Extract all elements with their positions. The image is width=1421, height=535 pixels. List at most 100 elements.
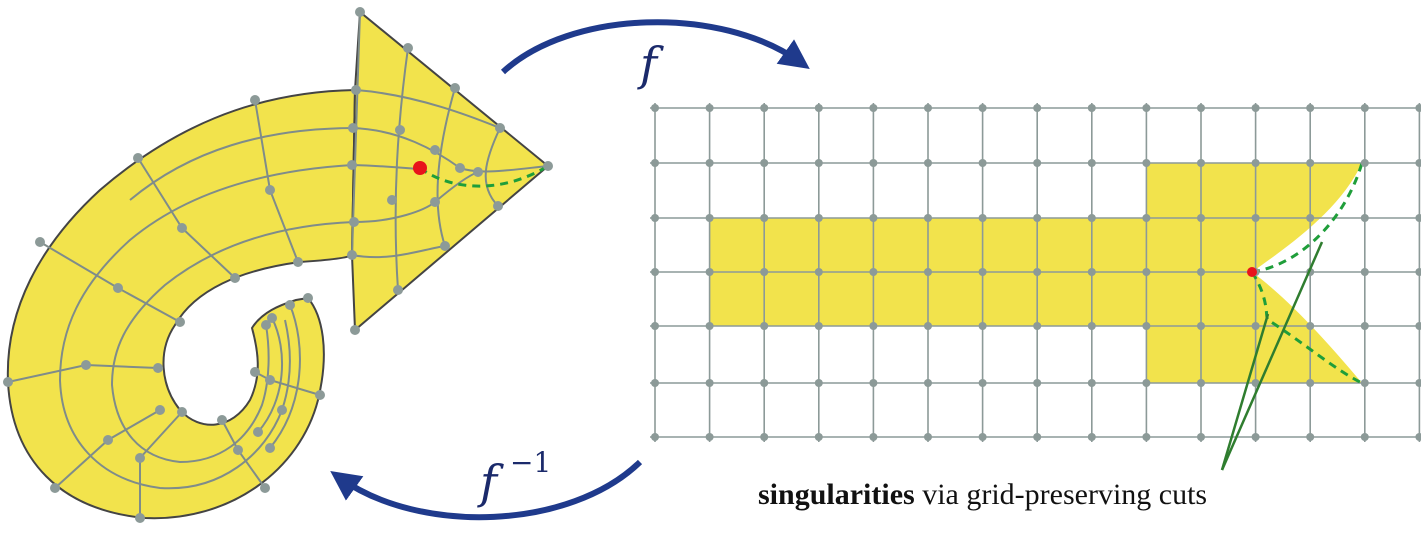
grid-vertex xyxy=(869,159,878,167)
mesh-vertex xyxy=(260,483,270,493)
mesh-curve xyxy=(269,304,301,449)
grid-vertex xyxy=(1033,104,1042,112)
grid-vertex xyxy=(978,268,987,276)
grid-vertex xyxy=(1360,268,1369,276)
parameter-grid xyxy=(650,103,1421,471)
grid-vertex xyxy=(924,322,932,330)
grid-vertex xyxy=(1087,379,1096,387)
inverse-map-exponent: −1 xyxy=(510,446,551,479)
mesh-vertex xyxy=(395,125,405,135)
grid-vertex xyxy=(1142,104,1151,112)
mesh-vertex xyxy=(430,145,440,155)
mesh-vertex xyxy=(315,390,325,400)
grid-vertex xyxy=(705,159,714,167)
pointer-line xyxy=(1220,241,1324,471)
pointer-line xyxy=(1220,313,1270,471)
grid-vertex xyxy=(1087,433,1096,441)
mesh-vertex xyxy=(403,43,413,53)
grid-vertex xyxy=(869,379,878,387)
grid-vertex xyxy=(1306,322,1315,330)
grid-vertex xyxy=(1197,104,1205,112)
mesh-vertex xyxy=(133,153,143,163)
mesh-vertex xyxy=(250,95,260,105)
grid-vertex xyxy=(1251,322,1260,330)
grid-vertex xyxy=(978,214,987,222)
grid-vertex xyxy=(869,104,878,112)
inverse-map-label: f xyxy=(477,455,504,509)
grid-vertex xyxy=(978,433,987,441)
mesh-curve xyxy=(351,245,446,259)
mesh-vertex xyxy=(495,123,505,133)
grid-vertex xyxy=(1087,214,1096,222)
grid-vertex xyxy=(651,104,659,112)
mesh-curve xyxy=(110,221,355,464)
grid-vertex xyxy=(869,322,878,330)
grid-vertex xyxy=(1033,322,1042,330)
grid-vertex xyxy=(1142,322,1151,330)
grid-vertex xyxy=(1251,104,1260,112)
grid-vertex xyxy=(1197,322,1205,330)
grid-vertex xyxy=(1306,214,1315,222)
grid-vertex xyxy=(1142,379,1151,387)
grid-vertex xyxy=(1306,433,1315,441)
grid-vertex xyxy=(1415,214,1421,222)
grid-cut-lower xyxy=(1250,271,1363,385)
mesh-vertex xyxy=(217,415,227,425)
grid-vertex xyxy=(1360,104,1369,112)
mesh-vertex xyxy=(135,513,145,523)
singularity-point xyxy=(413,161,427,175)
singularity-cut xyxy=(419,164,549,188)
grid-vertex xyxy=(978,104,987,112)
curved-arrow-mesh xyxy=(3,7,553,523)
grid-vertex xyxy=(1415,268,1421,276)
grid-vertex xyxy=(705,268,714,276)
mesh-vertex xyxy=(135,453,145,463)
mesh-vertex xyxy=(277,405,287,415)
grid-vertex xyxy=(924,379,932,387)
grid-vertex xyxy=(978,322,987,330)
grid-vertex xyxy=(651,159,659,167)
grid-vertex xyxy=(651,433,659,441)
forward-arrow-curve xyxy=(500,19,810,75)
singularities-caption: singularities via grid-preserving cuts xyxy=(758,478,1207,511)
mesh-vertex xyxy=(265,443,275,453)
mesh-vertex xyxy=(349,217,359,227)
grid-vertex xyxy=(1033,214,1042,222)
grid-vertex xyxy=(1360,433,1369,441)
grid-vertex xyxy=(924,268,932,276)
grid-vertex xyxy=(1142,433,1151,441)
grid-vertex xyxy=(705,104,714,112)
mesh-vertex xyxy=(230,273,240,283)
mesh-vertex xyxy=(113,283,123,293)
grid-vertex xyxy=(869,214,878,222)
grid-vertex xyxy=(814,268,823,276)
grid-vertex xyxy=(978,379,987,387)
mesh-vertex xyxy=(250,367,260,377)
mesh-vertex xyxy=(393,285,403,295)
mesh-vertex xyxy=(233,445,243,455)
grid-vertex xyxy=(1033,159,1042,167)
mesh-vertex xyxy=(265,375,275,385)
mesh-vertex xyxy=(543,161,553,171)
grid-vertex xyxy=(924,433,932,441)
mesh-vertex xyxy=(103,435,113,445)
grid-singularity-point xyxy=(1247,267,1257,277)
curved-arrow-body xyxy=(6,88,357,520)
grid-vertex xyxy=(814,104,823,112)
grid-vertex xyxy=(1415,433,1421,441)
grid-vertex xyxy=(869,268,878,276)
mesh-vertex xyxy=(175,317,185,327)
mesh-vertex xyxy=(303,293,313,303)
grid-vertex xyxy=(1197,379,1205,387)
grid-vertex xyxy=(1360,379,1369,387)
grid-vertex xyxy=(978,159,987,167)
grid-vertex xyxy=(1197,214,1205,222)
mesh-curve xyxy=(436,87,456,247)
grid-vertex xyxy=(1087,322,1096,330)
mesh-vertex xyxy=(285,300,295,310)
grid-vertex xyxy=(1142,214,1151,222)
grid-vertex xyxy=(1197,268,1205,276)
mesh-vertex xyxy=(81,360,91,370)
mesh-vertex xyxy=(261,320,271,330)
grid-vertex xyxy=(814,379,823,387)
